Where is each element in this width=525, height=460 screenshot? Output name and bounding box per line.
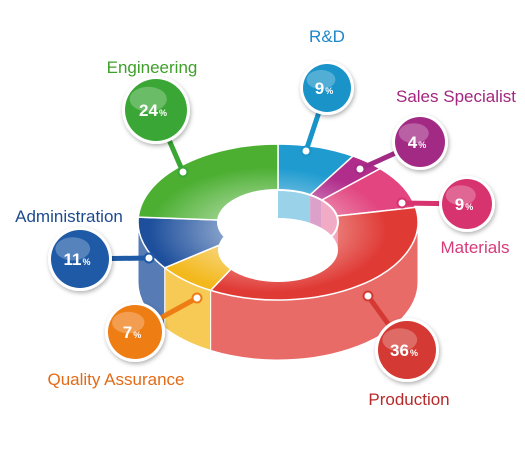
bubble-sales-specialist [395,117,445,167]
slice-inner-sales-specialist [310,195,322,229]
bubble-engineering [125,79,187,141]
anchor-dot-quality-assurance [191,292,203,304]
callout-production: 36%Production [362,290,450,409]
bubble-gloss [398,123,429,144]
category-label-quality-assurance: Quality Assurance [47,370,184,389]
callout-materials: 9%Materials [396,176,510,257]
anchor-dot-engineering [177,166,189,178]
bubble-randd [303,64,351,112]
category-label-sales-specialist: Sales Specialist [396,87,516,106]
bubble-gloss [129,86,167,112]
slice-inner-randd [278,190,311,223]
anchor-dot-administration [143,252,155,264]
bubble-quality-assurance [108,305,162,359]
bubble-administration [51,230,109,288]
category-label-administration: Administration [15,207,123,226]
bubble-gloss [112,311,145,334]
anchor-dot-production [362,290,374,302]
category-label-production: Production [368,390,449,409]
callout-administration: 11%Administration [15,207,155,291]
bubble-materials [442,179,492,229]
bubble-gloss [306,70,336,90]
category-label-randd: R&D [309,27,345,46]
slice-inner-materials [321,200,337,244]
anchor-dot-materials [396,197,408,209]
bubble-gloss [445,185,476,206]
donut-hole-floor [218,218,338,282]
anchor-dot-randd [300,145,312,157]
bubble-gloss [55,237,91,261]
callout-randd: 9%R&D [300,27,354,157]
callout-sales-specialist: 4%Sales Specialist [354,87,516,175]
callout-quality-assurance: 7%Quality Assurance [47,292,203,389]
callout-engineering: 24%Engineering [107,58,198,178]
bubble-production [378,321,436,379]
category-label-materials: Materials [441,238,510,257]
category-label-engineering: Engineering [107,58,198,77]
bubble-gloss [382,328,418,352]
anchor-dot-sales-specialist [354,163,366,175]
